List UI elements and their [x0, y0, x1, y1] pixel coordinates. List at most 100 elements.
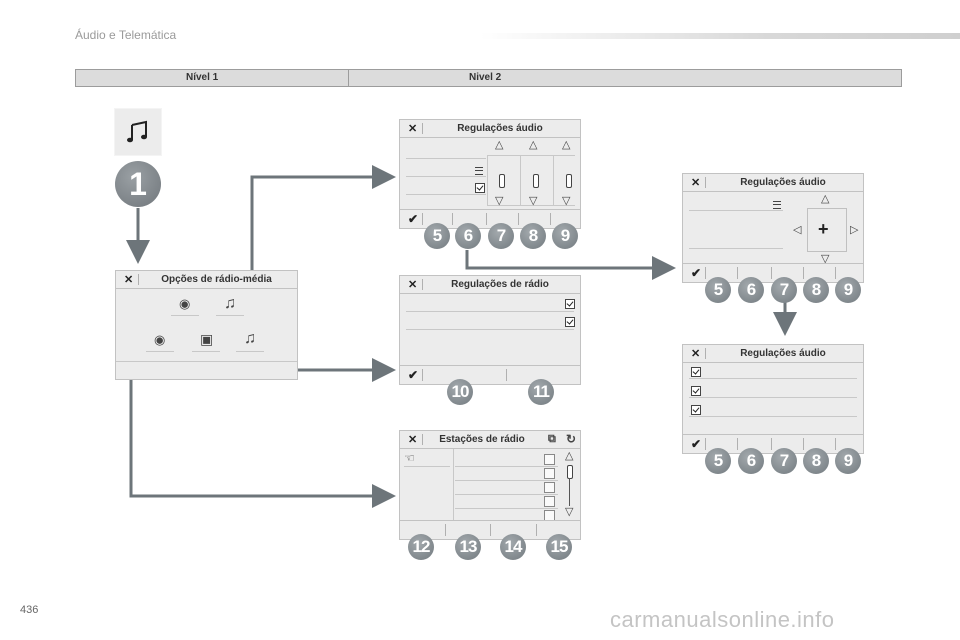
- row-line: [689, 397, 857, 398]
- eq-slider-handle[interactable]: [499, 174, 505, 188]
- checkmark-icon[interactable]: ✔: [691, 266, 702, 280]
- footer-separator: [771, 267, 772, 279]
- media-source-icon[interactable]: ▣: [200, 331, 214, 347]
- media-source-icon[interactable]: ⧉: [548, 433, 556, 445]
- radio-antenna-icon[interactable]: ◉: [154, 332, 166, 347]
- screen-footer: [400, 520, 580, 539]
- radio-media-options-screen: ✕ Opções de rádio-média ◉ ♫ ◉ ▣ ♫: [115, 270, 298, 380]
- arrow-up-icon[interactable]: △: [821, 193, 830, 205]
- screen-header: ✕ Opções de rádio-média: [116, 271, 297, 289]
- arrow-down-icon[interactable]: ▽: [821, 253, 830, 265]
- row-line: [406, 194, 486, 195]
- eq-border: [487, 155, 575, 156]
- close-icon[interactable]: ✕: [408, 434, 418, 446]
- list-icon[interactable]: [475, 167, 483, 175]
- preset-slot[interactable]: [544, 496, 555, 507]
- row-line: [689, 416, 857, 417]
- screen-header: ✕ Regulações áudio: [400, 120, 580, 138]
- refresh-icon[interactable]: ↻: [566, 432, 577, 446]
- arrow-down-icon[interactable]: ▽: [565, 506, 574, 518]
- arrow-up-icon[interactable]: △: [495, 139, 504, 151]
- header-separator: [705, 348, 706, 359]
- arrow-down-icon[interactable]: ▽: [495, 195, 504, 207]
- level-2-label: Nivel 2: [469, 72, 502, 83]
- screen-title: Regulações áudio: [457, 123, 543, 134]
- header-separator: [422, 123, 423, 134]
- checkmark-icon[interactable]: ✔: [691, 437, 702, 451]
- footer-separator: [518, 213, 519, 225]
- row-line: [689, 210, 783, 211]
- callout-badge: 9: [552, 223, 578, 249]
- checkbox-icon[interactable]: [691, 405, 701, 415]
- screen-header: ✕ Regulações áudio: [683, 345, 863, 363]
- screen-header: ✕ Estações de rádio ⧉ ↻: [400, 431, 580, 449]
- eq-slider-handle[interactable]: [533, 174, 539, 188]
- balance-cursor-icon[interactable]: +: [818, 219, 829, 239]
- icon-underline: [192, 351, 220, 352]
- callout-badge: 12: [408, 534, 434, 560]
- callout-badge: 8: [803, 448, 829, 474]
- checkbox-icon[interactable]: [565, 317, 575, 327]
- row-line: [406, 176, 486, 177]
- arrow-down-icon[interactable]: ▽: [562, 195, 571, 207]
- footer-separator: [536, 524, 537, 536]
- checkbox-icon[interactable]: [691, 367, 701, 377]
- eq-slider-handle[interactable]: [566, 174, 572, 188]
- callout-badge: 5: [424, 223, 450, 249]
- balance-area[interactable]: [807, 208, 847, 252]
- arrow-up-icon[interactable]: △: [565, 450, 574, 462]
- screen-title: Regulações áudio: [740, 348, 826, 359]
- scroll-handle[interactable]: [567, 465, 573, 479]
- close-icon[interactable]: ✕: [408, 279, 418, 291]
- arrow-down-icon[interactable]: ▽: [529, 195, 538, 207]
- screen-header: ✕ Regulações áudio: [683, 174, 863, 192]
- preset-slot[interactable]: [544, 468, 555, 479]
- music-note-icon[interactable]: ♫: [244, 330, 256, 347]
- arrow-right-icon[interactable]: ▷: [850, 224, 859, 236]
- callout-badge: 11: [528, 379, 554, 405]
- music-note-icon: [127, 120, 147, 143]
- footer-separator: [705, 438, 706, 450]
- close-icon[interactable]: ✕: [124, 274, 134, 286]
- close-icon[interactable]: ✕: [408, 123, 418, 135]
- eq-border: [487, 205, 575, 206]
- music-note-icon[interactable]: ♫: [224, 295, 236, 312]
- footer-separator: [737, 267, 738, 279]
- radio-antenna-icon[interactable]: ◉: [179, 296, 191, 311]
- close-icon[interactable]: ✕: [691, 348, 701, 360]
- checkbox-icon[interactable]: [475, 183, 485, 193]
- arrow-up-icon[interactable]: △: [562, 139, 571, 151]
- callout-badge: 7: [488, 223, 514, 249]
- footer-separator: [445, 524, 446, 536]
- preset-slot[interactable]: [544, 454, 555, 465]
- icon-underline: [236, 351, 264, 352]
- footer-separator: [452, 213, 453, 225]
- checkmark-icon[interactable]: ✔: [408, 212, 419, 226]
- arrow-left-icon[interactable]: ◁: [793, 224, 802, 236]
- screen-title: Estações de rádio: [439, 434, 525, 445]
- footer-separator: [486, 213, 487, 225]
- radio-settings-screen: ✕ Regulações de rádio ✔: [399, 275, 581, 385]
- footer-separator: [550, 213, 551, 225]
- screen-title: Regulações áudio: [740, 177, 826, 188]
- close-icon[interactable]: ✕: [691, 177, 701, 189]
- checkmark-icon[interactable]: ✔: [408, 368, 419, 382]
- callout-badge: 9: [835, 448, 861, 474]
- footer-separator: [705, 267, 706, 279]
- checkbox-icon[interactable]: [691, 386, 701, 396]
- eq-divider: [553, 155, 554, 205]
- preset-slot[interactable]: [544, 482, 555, 493]
- callout-badge: 5: [705, 277, 731, 303]
- arrow-up-icon[interactable]: △: [529, 139, 538, 151]
- footer-separator: [737, 438, 738, 450]
- list-icon[interactable]: [773, 201, 781, 209]
- row-line: [455, 494, 558, 495]
- footer-separator: [803, 267, 804, 279]
- checkbox-icon[interactable]: [565, 299, 575, 309]
- music-source-tile[interactable]: [115, 109, 161, 155]
- screen-divider: [116, 361, 297, 362]
- footer-separator: [803, 438, 804, 450]
- screen-footer: ✔: [400, 209, 580, 228]
- hand-icon[interactable]: ☜: [404, 451, 415, 465]
- footer-separator: [422, 213, 423, 225]
